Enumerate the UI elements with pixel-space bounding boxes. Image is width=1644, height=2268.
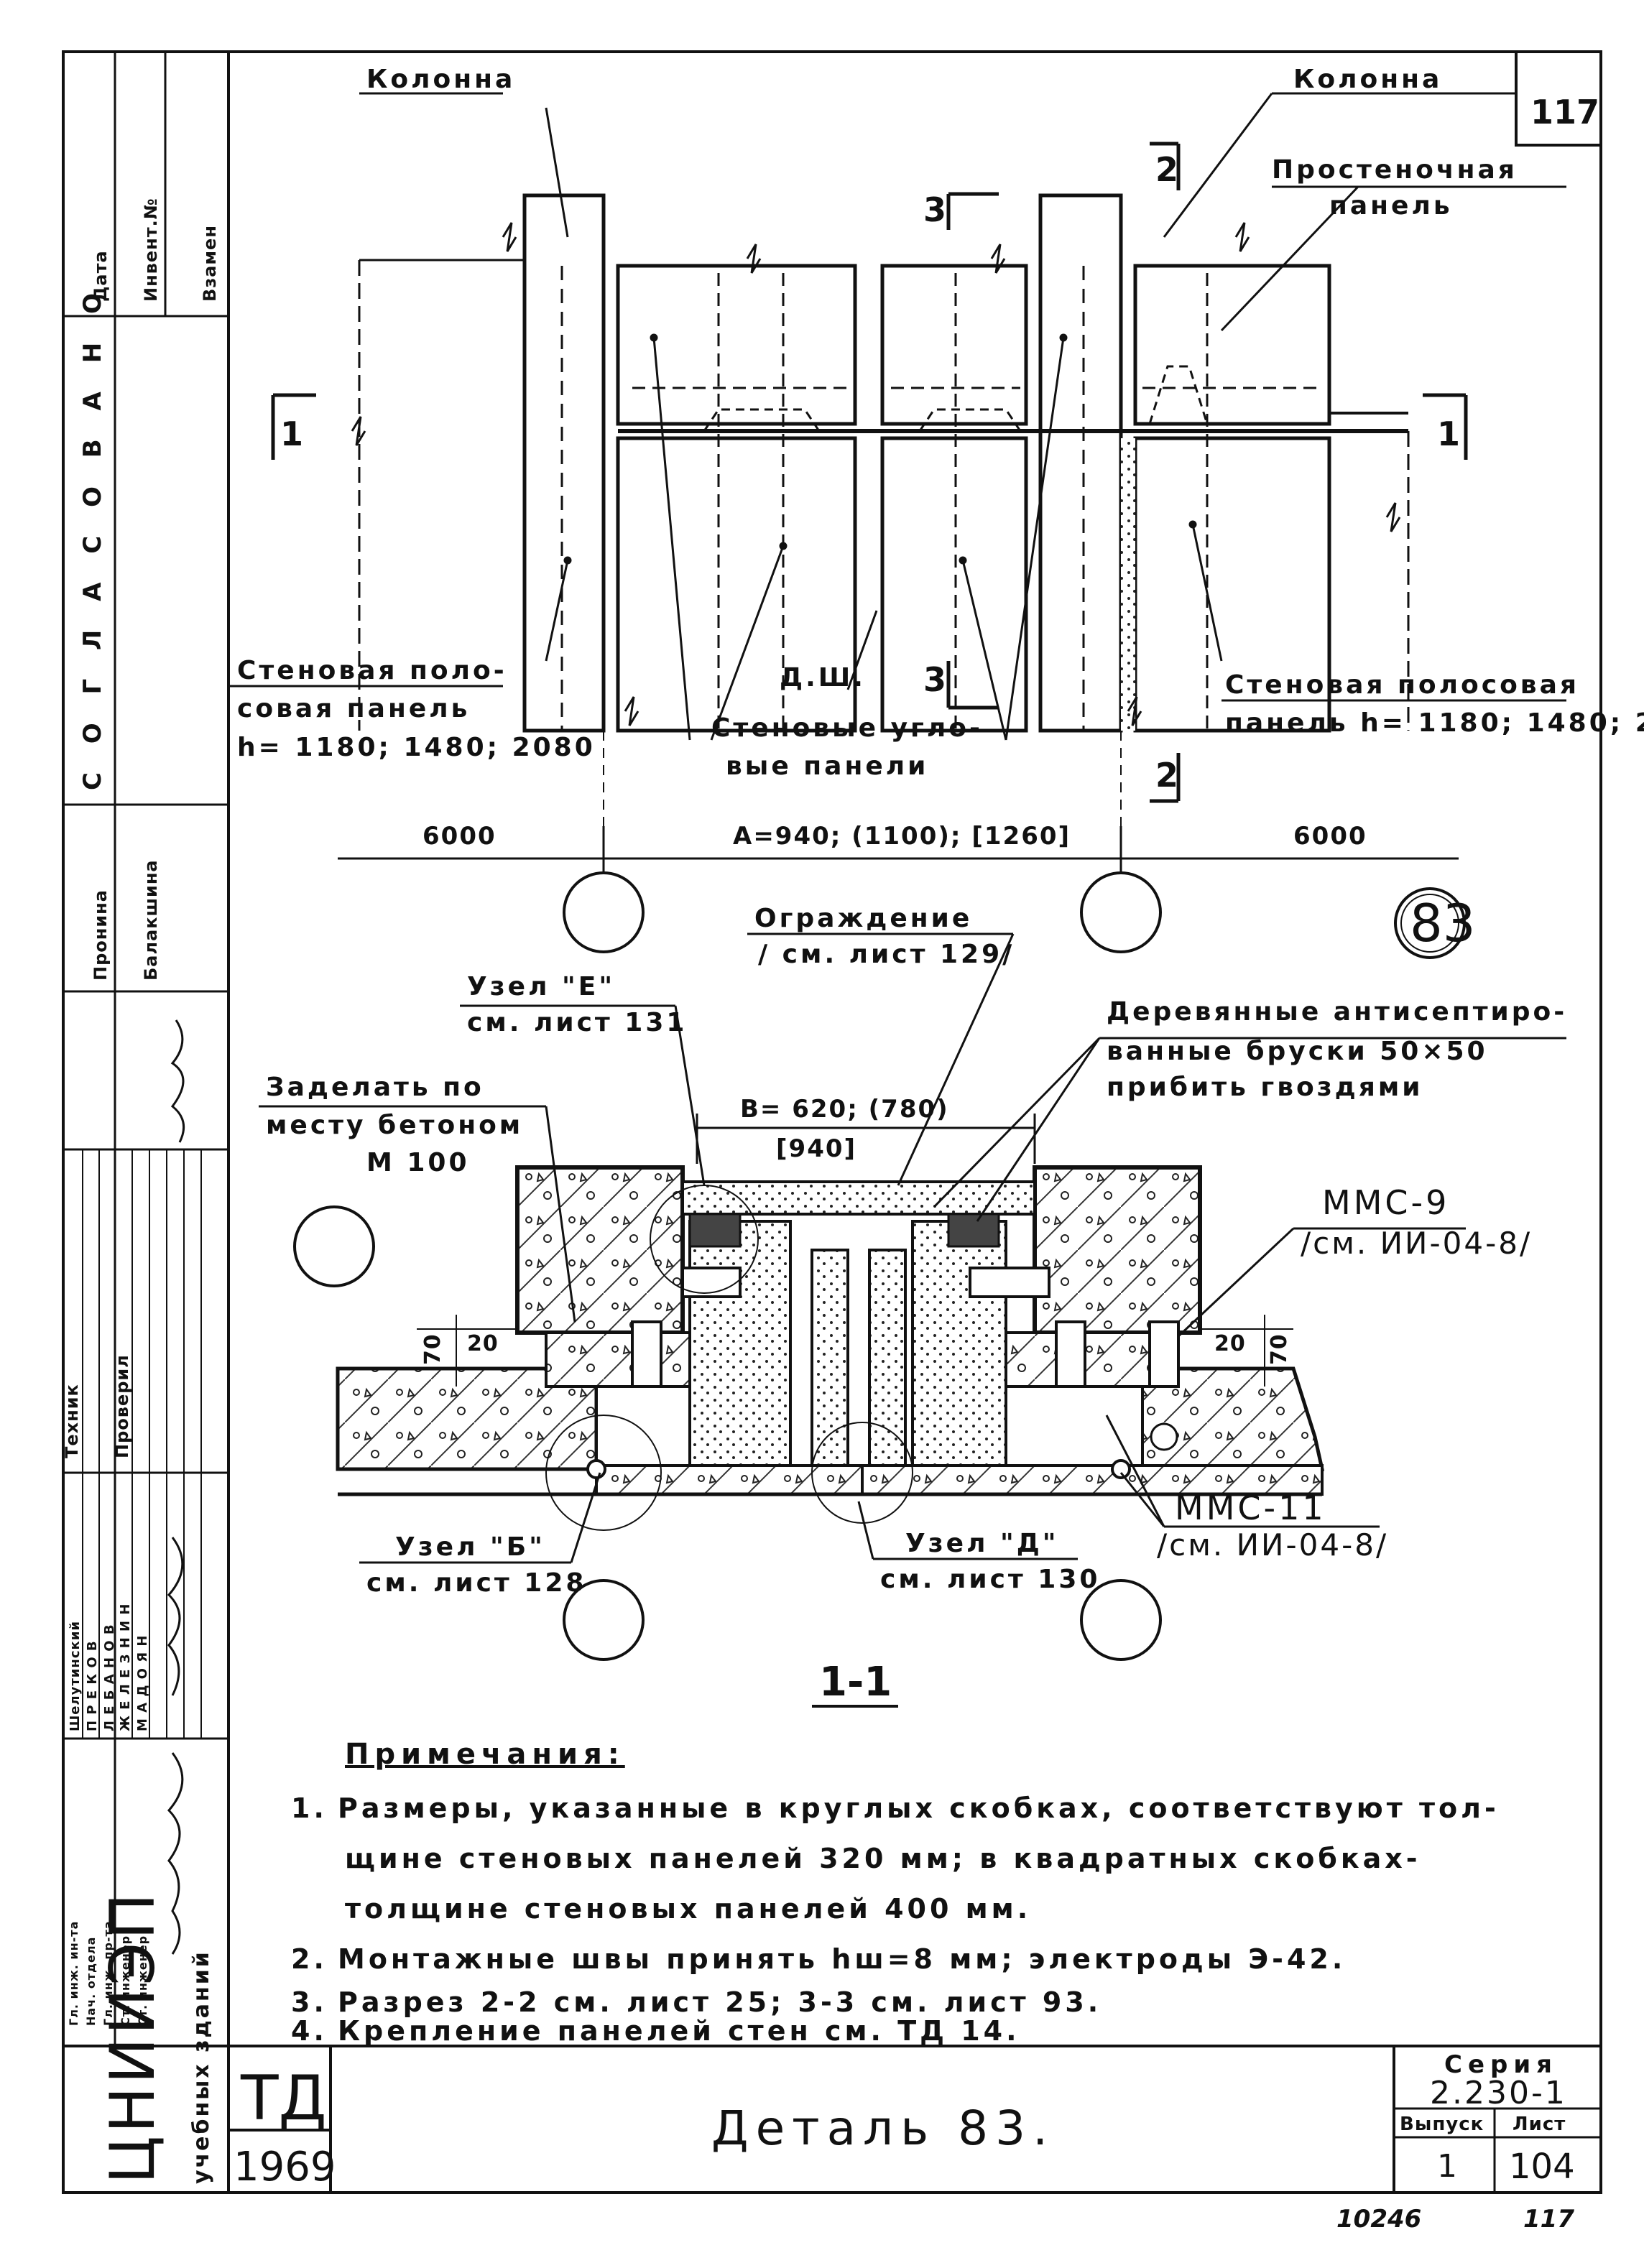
label-node-b-1: Узел "Б": [395, 1532, 545, 1562]
section-mark-2-top: 2: [1155, 150, 1178, 189]
label-strip-left-3: h= 1180; 1480; 2080: [237, 733, 596, 762]
label-fence-1: Ограждение: [754, 904, 972, 933]
strip-prekov: П Р Е К О В: [85, 1640, 100, 1731]
section-title: 1-1: [819, 1659, 892, 1705]
dim-70-right: 70: [1267, 1333, 1292, 1365]
label-fill-1: Заделать по: [266, 1073, 484, 1102]
strip-gl-inzh: Гл. инж. ин-та: [67, 1921, 80, 2026]
strip-data: Дата: [91, 250, 111, 302]
strip-lebanov: Л Е Б А Н О В: [102, 1624, 117, 1731]
label-strip-left-1: Стеновая поло-: [237, 656, 507, 685]
dim-left: 6000: [422, 822, 497, 851]
org-name: ЦНИИЭП: [97, 1890, 169, 2184]
note-3-num: 3.: [291, 1986, 328, 2018]
dim-b2: [940]: [776, 1134, 856, 1163]
drawing-title: Деталь 83.: [711, 2101, 1055, 2156]
org-subtitle: учебных зданий: [189, 1950, 214, 2184]
signature-scribble: [170, 1019, 185, 1143]
strip-madoyan: М А Д О Я Н: [135, 1635, 150, 1731]
td-label: ТД: [240, 2063, 327, 2134]
series-label: Серия: [1444, 2050, 1558, 2079]
section-mark-1-right: 1: [1437, 415, 1460, 453]
detail-number: 83: [1410, 893, 1476, 953]
note-2-num: 2.: [291, 1943, 328, 1975]
label-pier-panel-2: панель: [1329, 191, 1453, 221]
label-strip-right-2: панель h= 1180; 1480; 2080: [1225, 708, 1644, 738]
label-node-e-2: см. лист 131: [467, 1008, 687, 1037]
label-corner-1: Стеновые угло-: [711, 713, 983, 743]
notes-heading: Примечания:: [345, 1738, 625, 1771]
strip-pronina: Пронина: [91, 889, 111, 981]
strip-tekhnik: Техник: [62, 1384, 82, 1458]
strip-st-inzh-2: Ст. инженер: [136, 1935, 149, 2026]
title-block: [228, 2046, 1601, 2193]
strip-proveril: Проверил: [112, 1354, 132, 1458]
section-mark-2-bottom: 2: [1155, 756, 1178, 795]
note-1-line-3: толщине стеновых панелей 400 мм.: [345, 1893, 1031, 1925]
label-fill-2: месту бетоном: [266, 1111, 523, 1140]
label-node-a-2: см. лист 130: [880, 1565, 1100, 1594]
strip-invent: Инвент.№: [141, 198, 161, 302]
dim-b: B= 620; (780): [740, 1095, 949, 1124]
sheet-number-top: 117: [1530, 93, 1599, 131]
label-node-b-2: см. лист 128: [366, 1568, 586, 1598]
dim-70-left: 70: [420, 1333, 445, 1365]
note-1-line-1: Размеры, указанные в круглых скобках, со…: [338, 1792, 1500, 1824]
sheet-frame: [62, 50, 1602, 2194]
strip-soglasovano: С О Г Л А С О В А Н О: [78, 283, 107, 790]
strip-balakshina: Балакшина: [141, 859, 161, 981]
label-column-right: Колонна: [1293, 65, 1442, 94]
strip-zheleznin: Ж Е Л Е З Н И Н: [118, 1603, 133, 1731]
issue-value: 1: [1437, 2148, 1457, 2185]
dim-20-right: 20: [1214, 1331, 1246, 1356]
label-mms11-1: ММС-11: [1175, 1489, 1326, 1527]
label-mms11-2: /см. ИИ-04-8/: [1157, 1527, 1388, 1563]
label-mms9-2: /см. ИИ-04-8/: [1301, 1226, 1532, 1261]
note-2: Монтажные швы принять hш=8 мм; электроды…: [338, 1943, 1346, 1975]
strip-vzamen: Взамен: [200, 225, 220, 302]
label-mms9-1: ММС-9: [1322, 1183, 1449, 1222]
label-fill-3: М 100: [366, 1148, 470, 1177]
section-mark-3-bottom: 3: [923, 660, 946, 699]
label-pier-panel-1: Простеночная: [1272, 155, 1518, 185]
label-fence-2: / см. лист 129/: [758, 940, 1015, 969]
strip-nach-otd: Нач. отдела: [84, 1937, 98, 2026]
label-timber-1: Деревянные антисептиро-: [1107, 997, 1567, 1027]
issue-label: Выпуск: [1400, 2114, 1484, 2135]
sheet-value: 104: [1509, 2147, 1575, 2187]
note-1-num: 1.: [291, 1792, 328, 1824]
label-dsh: Д.Ш.: [780, 663, 866, 693]
bottom-code: 10246: [1336, 2205, 1421, 2234]
series-value: 2.230-1: [1430, 2075, 1567, 2111]
label-strip-right-1: Стеновая полосовая: [1225, 670, 1579, 700]
strip-gl-inzh-pr: Гл. инж. пр-та: [101, 1920, 115, 2026]
td-year: 1969: [234, 2144, 336, 2190]
strip-shelut: Шелутинский: [68, 1621, 83, 1731]
dim-20-left: 20: [467, 1331, 499, 1356]
dim-mid: A=940; (1100); [1260]: [733, 822, 1071, 851]
sheet-label: Лист: [1513, 2114, 1566, 2135]
label-timber-2: ванные бруски 50×50: [1107, 1037, 1488, 1066]
note-3: Разрез 2-2 см. лист 25; 3-3 см. лист 93.: [338, 1986, 1102, 2018]
label-node-e-1: Узел "Е": [467, 972, 615, 1001]
label-strip-left-2: совая панель: [237, 694, 470, 723]
note-4-num: 4.: [291, 2015, 328, 2047]
signature-scribble: [167, 1537, 184, 1696]
strip-st-inzh-1: Ст. инженер: [119, 1935, 132, 2026]
section-mark-1-left: 1: [280, 415, 303, 453]
label-column-left: Колонна: [366, 65, 515, 94]
label-corner-2: вые панели: [726, 751, 928, 781]
signature-scribble: [167, 1752, 184, 1955]
note-1-line-2: щине стеновых панелей 320 мм; в квадратн…: [345, 1843, 1421, 1874]
note-4: Крепление панелей стен см. ТД 14.: [338, 2015, 1020, 2047]
bottom-sheet: 117: [1523, 2205, 1574, 2234]
plan-view: [230, 92, 1566, 953]
section-view: [259, 887, 1566, 1708]
section-mark-3-top: 3: [923, 190, 946, 229]
dim-right: 6000: [1293, 822, 1367, 851]
label-timber-3: прибить гвоздями: [1107, 1073, 1423, 1102]
label-node-a-1: Узел "Д": [905, 1529, 1059, 1558]
